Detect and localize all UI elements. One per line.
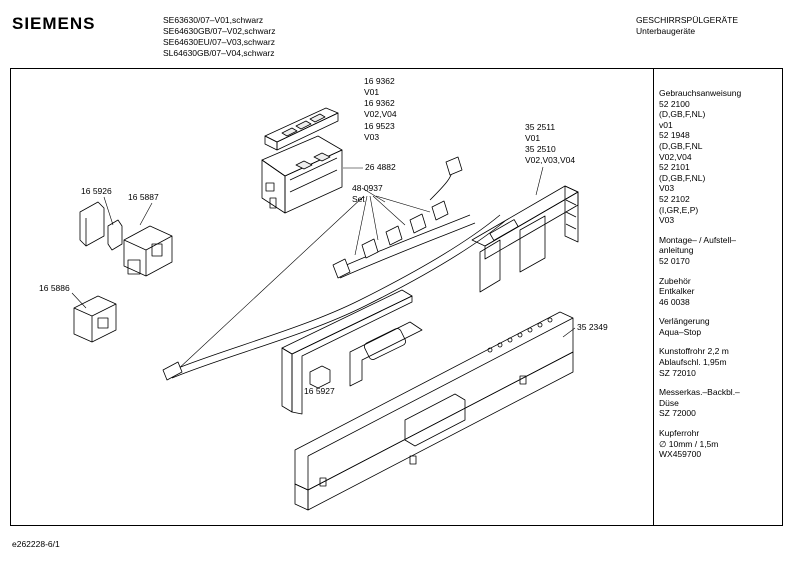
switch-housing-part [79, 201, 123, 251]
text-line: V02,V04 [659, 151, 692, 162]
text-line: V03 [659, 215, 675, 226]
part-label-264882: 26 4882 [365, 162, 396, 172]
text-line: (I,GR,E,P) [659, 204, 699, 215]
leader-lines [71, 166, 576, 386]
text-line: Kunstoffrohr 2,2 m [659, 346, 729, 357]
part-variant: V03 [364, 132, 380, 142]
text-line: Verlängerung [659, 316, 710, 327]
text-line: Messerkas.–Backbl.– [659, 387, 740, 398]
text-line: Aqua–Stop [659, 326, 702, 337]
part-variant: V02,V03,V04 [525, 155, 576, 165]
text-line: v01 [659, 119, 673, 130]
model-line: SL64630GB/07–V04,schwarz [163, 48, 275, 58]
part-number: 35 2510 [525, 144, 556, 154]
part-label-165886: 16 5886 [39, 283, 70, 293]
part-label-169362-v01: 16 9362 V01 [364, 76, 395, 98]
accessory-list: Gebrauchsanweisung 52 2100 (D,GB,F,NL) v… [659, 88, 781, 469]
accessory-block-installation: Montage– / Aufstell– anleitung 52 0170 [659, 235, 781, 267]
text-line: (D,GB,F,NL) [659, 172, 706, 183]
part-label-169362-v02: 16 9362 V02,V04 [364, 98, 397, 120]
model-line: SE64630GB/07–V02,schwarz [163, 26, 276, 36]
model-list: SE63630/07–V01,schwarz SE64630GB/07–V02,… [163, 15, 275, 59]
part-number: 48 0937 [352, 183, 383, 193]
category-subtitle: Unterbaugeräte [636, 26, 696, 36]
accessory-block-descaler: Zubehör Entkalker 46 0038 [659, 276, 781, 308]
text-line: SZ 72000 [659, 408, 696, 419]
text-line: Zubehör [659, 275, 691, 286]
part-label-352349: 35 2349 [577, 322, 608, 332]
accessory-block-copper-pipe: Kupferrohr ∅ 10mm / 1,5m WX459700 [659, 428, 781, 460]
text-line: V03 [659, 183, 675, 194]
accessory-block-manual: Gebrauchsanweisung 52 2100 (D,GB,F,NL) v… [659, 88, 781, 226]
text-line: 52 2102 [659, 193, 690, 204]
text-line: Montage– / Aufstell– [659, 234, 737, 245]
model-line: SE64630EU/07–V03,schwarz [163, 37, 275, 47]
drawing-frame [10, 68, 783, 526]
part-label-169523: 16 9523 V03 [364, 121, 395, 143]
cable-harness-part [162, 156, 506, 381]
display-module-part [264, 107, 339, 151]
text-line: (D,GB,F,NL [659, 140, 703, 151]
category-heading: GESCHIRRSPÜLGERÄTE Unterbaugeräte [636, 15, 738, 37]
part-label-480937: 48 0937 Set [352, 183, 383, 205]
text-line: (D,GB,F,NL) [659, 109, 706, 120]
text-line: SZ 72010 [659, 367, 696, 378]
document-id: e262228-6/1 [12, 539, 60, 549]
brand-logo: SIEMENS [12, 14, 96, 33]
part-label-165927: 16 5927 [304, 386, 335, 396]
part-variant: V02,V04 [364, 109, 397, 119]
text-line: anleitung [659, 245, 694, 256]
sidebar-divider [653, 68, 654, 526]
text-line: 46 0038 [659, 296, 690, 307]
part-number: 16 9362 [364, 98, 395, 108]
part-number: 35 2511 [525, 122, 556, 132]
part-variant: V01 [525, 133, 541, 143]
text-line: 52 2101 [659, 162, 690, 173]
part-number: 16 9362 [364, 76, 395, 86]
part-set-note: Set [352, 194, 365, 204]
part-label-352510: 35 2510 V02,V03,V04 [525, 144, 575, 166]
door-switch-part [73, 295, 117, 343]
part-label-165926: 16 5926 [81, 186, 112, 196]
switch-bracket-part [123, 225, 173, 277]
text-line: Düse [659, 397, 679, 408]
text-line: Ablaufschl. 1,95m [659, 357, 727, 368]
accessory-block-aquastop: Verlängerung Aqua–Stop [659, 316, 781, 337]
part-number: 16 9523 [364, 121, 395, 131]
text-line: 52 0170 [659, 255, 690, 266]
control-module-part [261, 135, 343, 214]
text-line: 52 2100 [659, 98, 690, 109]
text-line: Kupferrohr [659, 428, 700, 439]
cover-rail-part [471, 185, 579, 293]
category-title: GESCHIRRSPÜLGERÄTE [636, 15, 739, 25]
operating-panel-part [294, 311, 574, 511]
text-line: Gebrauchsanweisung [659, 88, 742, 98]
model-line: SE63630/07–V01,schwarz [163, 15, 264, 25]
accessory-block-nozzle: Messerkas.–Backbl.– Düse SZ 72000 [659, 387, 781, 419]
part-label-352511: 35 2511 V01 [525, 122, 555, 144]
text-line: 52 1948 [659, 130, 690, 141]
text-line: WX459700 [659, 449, 702, 460]
part-variant: V01 [364, 87, 380, 97]
front-panel-part [281, 289, 423, 415]
part-label-165887: 16 5887 [128, 192, 159, 202]
accessory-block-drain-hose: Kunstoffrohr 2,2 m Ablaufschl. 1,95m SZ … [659, 346, 781, 378]
text-line: Entkalker [659, 286, 695, 297]
text-line: ∅ 10mm / 1,5m [659, 438, 719, 449]
